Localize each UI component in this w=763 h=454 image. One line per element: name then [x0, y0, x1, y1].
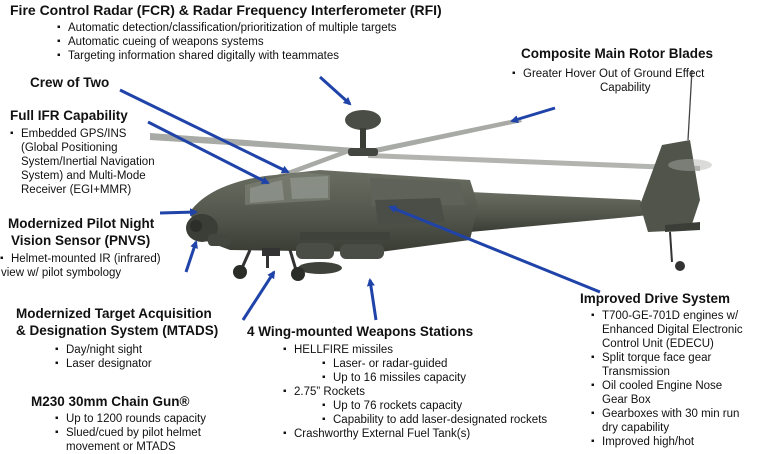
ifr-title: Full IFR Capability [10, 108, 128, 123]
ifr-bullets: Embedded GPS/INS [10, 127, 126, 141]
drive-line: Split torque face gear [602, 352, 712, 364]
mtads-bullet: Laser designator [55, 357, 152, 371]
pnvs-bullets: Helmet-mounted IR (infrared) [0, 252, 161, 266]
wings-rockets: 2.75” Rockets [283, 385, 365, 399]
gun-bullet: Up to 1200 rounds capacity [55, 412, 206, 426]
crew-title: Crew of Two [30, 75, 110, 90]
arrow-drive [388, 205, 601, 294]
fcr-radar-dome [345, 110, 381, 156]
rotor-title: Composite Main Rotor Blades [521, 46, 714, 61]
gun-bullets: Up to 1200 rounds capacity Slued/cued by… [55, 412, 206, 440]
wings-rockets-sub: Up to 76 rockets capacity Capability to … [322, 399, 547, 427]
arrow-wings [366, 278, 378, 321]
drive-line: T700-GE-701D engines w/ [602, 310, 739, 322]
wings-title: 4 Wing-mounted Weapons Stations [247, 324, 474, 339]
pnvs-title-line1: Modernized Pilot Night [8, 216, 155, 231]
gun-bullet: Slued/cued by pilot helmet [55, 426, 206, 440]
rotor-bullets: Greater Hover Out of Ground Effect [512, 67, 704, 81]
fcr-bullet: Targeting information shared digitally w… [57, 49, 397, 63]
wings-sub-bullet: Laser- or radar-guided [322, 357, 466, 371]
wings-hellfire-sub: Laser- or radar-guided Up to 16 missiles… [322, 357, 466, 385]
drive-bullets: T700-GE-701D engines w/ Enhanced Digital… [591, 309, 743, 449]
fcr-bullet: Automatic cueing of weapons systems [57, 35, 397, 49]
fcr-title: Fire Control Radar (FCR) & Radar Frequen… [10, 2, 442, 18]
rotor-bullet-line: Greater Hover Out of Ground Effect [523, 68, 705, 80]
wings-fuel-item: Crashworthy External Fuel Tank(s) [283, 427, 470, 441]
pnvs-title-line2: Vision Sensor (PNVS) [11, 233, 151, 248]
drive-bullet: Split torque face gear Transmission [591, 351, 743, 379]
drive-title: Improved Drive System [580, 291, 731, 306]
pnvs-bullet-cont: view w/ pilot symbology [1, 267, 122, 279]
rotor-bullet: Greater Hover Out of Ground Effect [512, 67, 704, 81]
arrow-fcr [318, 75, 352, 106]
mtads-bullets: Day/night sight Laser designator [55, 343, 152, 371]
landing-gear [233, 248, 305, 281]
drive-line: Control Unit (EDECU) [602, 338, 714, 350]
wings-hellfire: HELLFIRE missiles [283, 343, 393, 357]
arrow-mtads [184, 240, 198, 273]
wings-rockets-item: 2.75” Rockets [283, 385, 365, 399]
arrow-ifr [147, 120, 270, 185]
drive-line: Transmission [602, 366, 670, 378]
gun-title: M230 30mm Chain Gun® [31, 394, 190, 409]
gun-bullet-cont: movement or MTADS [66, 441, 176, 453]
ifr-bullet-cont: (Global Positioning [21, 142, 118, 154]
ifr-bullet-cont: System) and Multi-Mode [21, 170, 146, 182]
drive-line: dry capability [602, 422, 670, 434]
wings-bullets: HELLFIRE missiles [283, 343, 393, 357]
mtads-title-line1: Modernized Target Acquisition [16, 306, 212, 321]
arrow-crew [119, 88, 290, 174]
drive-line: Improved high/hot [602, 436, 695, 448]
fcr-bullets: Automatic detection/classification/prior… [57, 21, 397, 63]
ifr-bullet-cont: Receiver (EGI+MMR) [21, 184, 132, 196]
fuselage [190, 170, 478, 252]
drive-bullet: T700-GE-701D engines w/ Enhanced Digital… [591, 309, 743, 351]
ifr-bullet-cont: System/Inertial Navigation [21, 156, 155, 168]
drive-bullet: Gearboxes with 30 min run dry capability [591, 407, 743, 435]
drive-line: Enhanced Digital Electronic [602, 324, 743, 336]
weapons-pylons [296, 232, 390, 274]
rotor-bullet-cont: Capability [600, 82, 651, 94]
wings-sub-bullet: Up to 16 missiles capacity [322, 371, 466, 385]
wings-sub-bullet: Capability to add laser-designated rocke… [322, 413, 547, 427]
mtads-bullet: Day/night sight [55, 343, 152, 357]
drive-line: Oil cooled Engine Nose [602, 380, 723, 392]
callout-arrows [119, 75, 601, 321]
drive-bullet: Improved high/hot [591, 435, 743, 449]
pnvs-bullet: Helmet-mounted IR (infrared) [0, 252, 161, 266]
fcr-bullet: Automatic detection/classification/prior… [57, 21, 397, 35]
arrow-pnvs [159, 208, 198, 217]
wings-sub-bullet: Up to 76 rockets capacity [322, 399, 547, 413]
mtads-title-line2: & Designation System (MTADS) [16, 323, 219, 338]
arrow-gun [241, 270, 276, 321]
drive-bullet: Oil cooled Engine Nose Gear Box [591, 379, 743, 407]
drive-line: Gearboxes with 30 min run [602, 408, 740, 420]
nose-sensors [186, 214, 230, 246]
tail-boom [470, 69, 712, 271]
ifr-bullet: Embedded GPS/INS [10, 127, 126, 141]
wings-fuel: Crashworthy External Fuel Tank(s) [283, 427, 470, 441]
arrow-rotor [510, 106, 556, 124]
drive-line: Gear Box [602, 394, 651, 406]
